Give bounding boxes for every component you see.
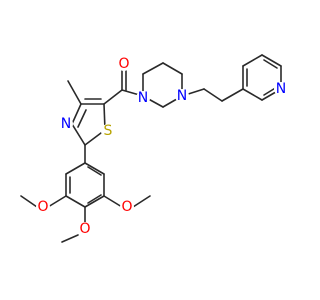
atom-n-pip-left-text: N — [138, 90, 148, 106]
bond-ph-1 — [65, 162, 86, 175]
atom-n-thiazole-text: N — [61, 116, 71, 132]
bond-pyr-2 — [242, 54, 263, 67]
atom-o-carbonyl: O — [117, 56, 131, 72]
bond-ph-3 — [65, 195, 86, 208]
atom-n-thiazole: N — [59, 116, 73, 132]
bond-ome-left-1 — [47, 195, 67, 208]
molecule-structure-diagram: O N N N N S O O — [20, 54, 288, 243]
bond-pyr-double-2 — [263, 59, 278, 69]
bond-pyr-6 — [242, 88, 263, 101]
bond-pip-2 — [142, 62, 164, 75]
atom-o-methoxy-bottom-text: O — [79, 221, 90, 237]
bond-ome-right-1 — [103, 195, 123, 208]
atom-o-methoxy-left-text: O — [37, 199, 48, 215]
bond-methyl — [67, 80, 82, 105]
atom-labels: O N N N N S O O — [36, 56, 288, 237]
bond-ome-left-2 — [20, 195, 38, 208]
atom-n-pip-right: N — [175, 88, 189, 104]
bond-ome-right-2 — [132, 195, 151, 208]
bond-c4-n3-double — [77, 109, 87, 128]
bond-ome-bottom-2 — [61, 234, 79, 243]
atom-n-pip-right-text: N — [177, 88, 187, 104]
bond-ph-4 — [84, 195, 105, 208]
bond-c4-n3 — [71, 103, 82, 125]
atom-n-pyridine: N — [274, 81, 288, 97]
bond-lines — [20, 54, 282, 243]
atom-n-pip-left: N — [136, 90, 150, 106]
atom-o-methoxy-right: O — [120, 199, 134, 215]
bond-pip-3 — [162, 62, 183, 75]
atom-n-pyridine-text: N — [276, 81, 286, 97]
atom-s-thiazole-text: S — [104, 123, 113, 139]
bond-ph-double-2 — [87, 194, 102, 204]
bond-n3-c2 — [71, 123, 86, 146]
bond-c5-carbonyl — [103, 89, 123, 105]
atom-o-carbonyl-text: O — [118, 56, 129, 72]
atom-o-methoxy-right-text: O — [121, 199, 132, 215]
atom-o-methoxy-left: O — [36, 199, 50, 215]
bond-linker-3 — [221, 88, 244, 102]
atom-o-methoxy-bottom: O — [78, 221, 92, 237]
atom-s-thiazole: S — [101, 123, 115, 139]
bond-pyr-3 — [261, 54, 282, 67]
bond-ph-6 — [84, 162, 105, 175]
bond-linker-2 — [203, 88, 223, 102]
bond-ph-double-3 — [87, 166, 102, 176]
